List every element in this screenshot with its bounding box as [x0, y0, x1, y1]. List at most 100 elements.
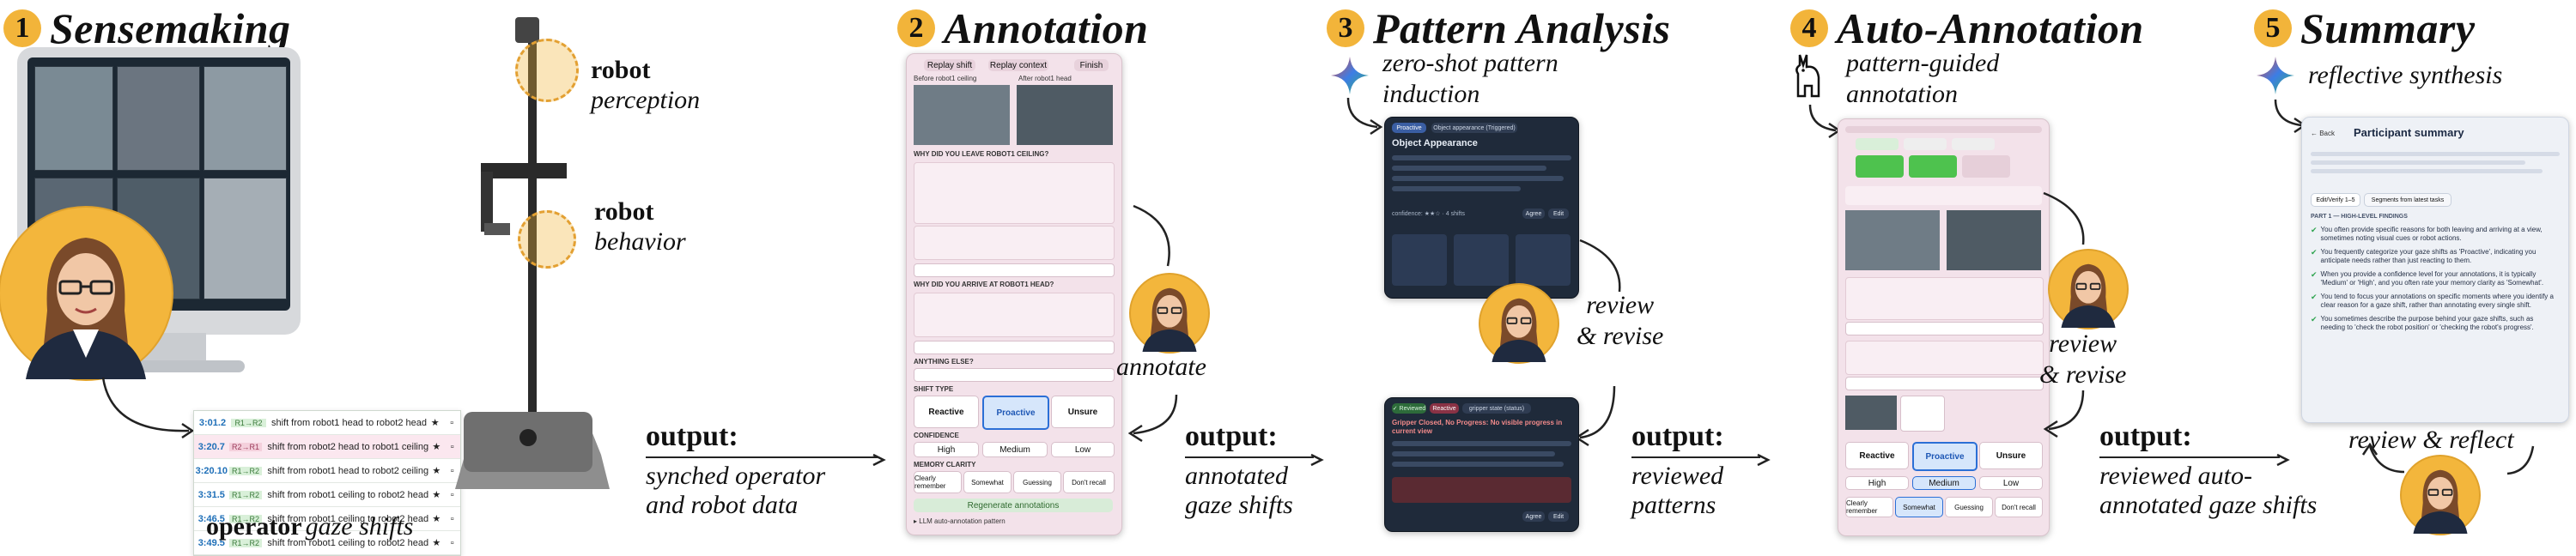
memory-dont-recall[interactable]: Don't recall — [1063, 471, 1115, 493]
reason-card[interactable] — [914, 293, 1115, 337]
square-icon[interactable]: ▫ — [450, 441, 454, 452]
finding-item[interactable]: ✔ You frequently categorize your gaze sh… — [2311, 248, 2560, 265]
gaze-tag: R1→R2 — [230, 418, 266, 427]
woman-portrait-icon — [1142, 287, 1197, 352]
finding-item[interactable]: ✔ You often provide specific reasons for… — [2311, 226, 2560, 243]
star-icon[interactable]: ★ — [432, 538, 441, 548]
unsure-option[interactable]: Unsure — [1051, 396, 1115, 428]
gaze-shift-row[interactable]: 3:20.10 R1→R2 shift from robot1 head to … — [194, 459, 460, 483]
unsure-option[interactable]: Unsure — [1979, 442, 2043, 469]
summary-title: Participant summary — [2354, 126, 2464, 139]
replay-shift-button[interactable]: Replay shift — [924, 59, 975, 71]
gaze-tag: R1→R2 — [228, 466, 263, 475]
confidence-low[interactable]: Low — [1979, 476, 2043, 490]
square-icon[interactable]: ▫ — [450, 465, 454, 476]
confidence-high[interactable]: High — [914, 442, 979, 457]
agree-button[interactable]: Agree — [1522, 208, 1545, 219]
square-icon[interactable]: ▫ — [450, 537, 454, 548]
confidence-high[interactable]: High — [1845, 476, 1909, 490]
memory-somewhat[interactable]: Somewhat — [1895, 497, 1943, 517]
gaze-shift-row[interactable]: 3:46.5 R1→R2 shift from robot1 ceiling t… — [194, 507, 460, 531]
gaze-shift-row[interactable]: 3:49.5 R1→R2 shift from robot1 ceiling t… — [194, 531, 460, 555]
output-arrow-line — [646, 456, 878, 458]
reason-card[interactable] — [1845, 277, 2044, 320]
memory-clearly[interactable]: Clearly remember — [914, 471, 962, 493]
tab-edit-verify[interactable]: Edit/Verify 1–5 — [2311, 193, 2360, 207]
confidence-medium[interactable]: Medium — [1912, 476, 1976, 490]
example-card[interactable] — [1454, 234, 1509, 286]
square-icon[interactable]: ▫ — [450, 417, 454, 428]
notes-input[interactable] — [914, 368, 1115, 382]
edit-button[interactable]: Edit — [1548, 208, 1569, 219]
tab-segments[interactable]: Segments from latest tasks — [2364, 193, 2451, 207]
reason-card[interactable] — [1845, 341, 2044, 375]
proactive-option[interactable]: Proactive — [982, 396, 1049, 430]
back-link[interactable]: ← Back — [2311, 130, 2336, 137]
tab-chip[interactable] — [1952, 138, 1995, 150]
caption-line: induction — [1382, 80, 1480, 108]
square-icon[interactable]: ▫ — [450, 489, 454, 500]
tab-chip[interactable] — [1856, 138, 1899, 150]
finding-item[interactable]: ✔ You tend to focus your annotations on … — [2311, 293, 2560, 310]
reactive-option[interactable]: Reactive — [1845, 442, 1909, 469]
square-icon[interactable]: ▫ — [450, 513, 454, 524]
select-input[interactable] — [914, 341, 1115, 354]
finding-text: You often provide specific reasons for b… — [2320, 226, 2543, 242]
caption-line: review — [1586, 291, 1655, 319]
finding-item[interactable]: ✔ When you provide a confidence level fo… — [2311, 270, 2560, 287]
findings-list: ✔ You often provide specific reasons for… — [2311, 226, 2560, 337]
star-icon[interactable]: ★ — [430, 418, 440, 428]
select-input[interactable] — [1845, 377, 2044, 390]
status-chip-green[interactable] — [1856, 155, 1904, 178]
tab-proactive[interactable]: Proactive — [1392, 123, 1426, 133]
edited-text-block[interactable] — [1392, 477, 1571, 503]
star-icon[interactable]: ★ — [432, 490, 441, 500]
proactive-option[interactable]: Proactive — [1912, 442, 1978, 471]
memory-dont-recall[interactable]: Don't recall — [1995, 497, 2043, 517]
confidence-readout: confidence: ★★☆ · 4 shifts — [1392, 211, 1465, 217]
gaze-shift-row[interactable]: 3:01.2 R1→R2 shift from robot1 head to r… — [194, 411, 460, 435]
reason-card[interactable] — [914, 162, 1115, 224]
reactive-option[interactable]: Reactive — [914, 396, 979, 428]
button-row — [1845, 186, 2042, 205]
status-chip[interactable] — [1962, 155, 2010, 178]
memory-guessing[interactable]: Guessing — [1945, 497, 1993, 517]
llm-pattern-toggle[interactable]: ▸ LLM auto-annotation pattern — [914, 517, 1005, 525]
finding-item[interactable]: ✔ You sometimes describe the purpose beh… — [2311, 315, 2560, 332]
arrow-head-icon — [2276, 453, 2290, 467]
reason-card[interactable] — [914, 226, 1115, 260]
output-label: output: — [1631, 420, 1724, 452]
stage-number-badge: 5 — [2254, 9, 2292, 47]
memory-guessing[interactable]: Guessing — [1013, 471, 1061, 493]
tab-chip[interactable] — [1904, 138, 1947, 150]
memory-somewhat[interactable]: Somewhat — [963, 471, 1012, 493]
example-card[interactable] — [1392, 234, 1447, 286]
reactive-tag: Reactive — [1430, 403, 1459, 414]
gemini-sparkle-icon — [1331, 57, 1369, 94]
star-icon[interactable]: ★ — [432, 466, 441, 476]
confidence-medium[interactable]: Medium — [982, 442, 1048, 457]
edit-button[interactable]: Edit — [1548, 511, 1569, 522]
output-desc: patterns — [1631, 491, 1716, 519]
example-card[interactable] — [1516, 234, 1571, 286]
review-revise-caption: review & revise — [1577, 290, 1663, 352]
replay-context-button[interactable]: Replay context — [988, 59, 1048, 71]
select-input[interactable] — [1845, 322, 2044, 335]
thumb-card[interactable] — [1900, 396, 1945, 432]
output-arrow-line — [1631, 456, 1760, 458]
star-icon[interactable]: ★ — [432, 442, 441, 452]
tab-object-appearance[interactable]: Object appearance (Triggered) — [1431, 123, 1517, 133]
memory-clearly[interactable]: Clearly remember — [1845, 497, 1893, 517]
gaze-shift-row[interactable]: 3:20.7 R2→R1 shift from robot2 head to r… — [194, 435, 460, 459]
agree-button[interactable]: Agree — [1522, 511, 1545, 522]
select-input[interactable] — [914, 263, 1115, 277]
regenerate-button[interactable]: Regenerate annotations — [914, 499, 1113, 512]
output-block-1: output: synched operator and robot data — [646, 420, 878, 520]
operator-avatar — [2400, 455, 2481, 535]
star-icon[interactable]: ★ — [432, 514, 441, 524]
finish-button[interactable]: Finish — [1074, 59, 1109, 71]
confidence-low[interactable]: Low — [1051, 442, 1115, 457]
gaze-shift-row[interactable]: 3:31.5 R1→R2 shift from robot1 ceiling t… — [194, 483, 460, 507]
reviewed-tag: ✓ Reviewed — [1392, 403, 1426, 414]
status-chip-green[interactable] — [1909, 155, 1957, 178]
